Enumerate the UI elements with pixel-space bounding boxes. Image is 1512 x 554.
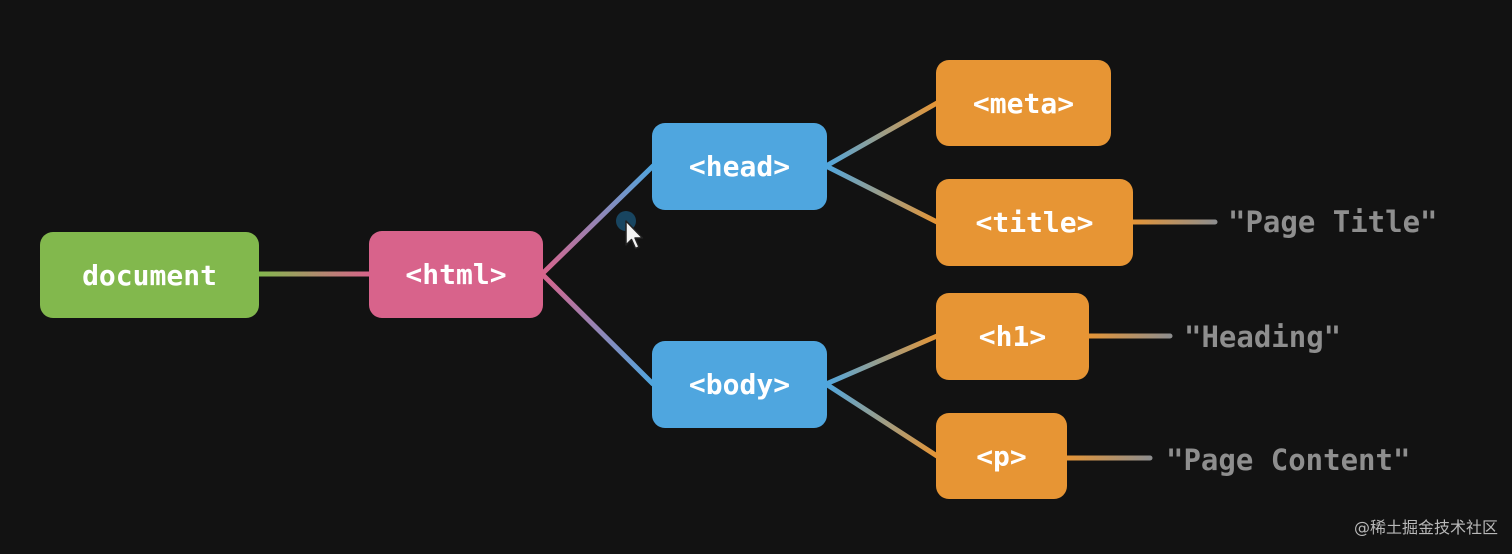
node-title: <title>: [936, 179, 1133, 266]
edge-html-body: [539, 271, 656, 387]
edge-head-meta: [823, 100, 940, 169]
node-html: <html>: [369, 231, 543, 318]
node-head: <head>: [652, 123, 827, 210]
node-h1: <h1>: [936, 293, 1089, 380]
node-document: document: [40, 232, 259, 318]
edge-body-h1: [823, 333, 940, 387]
watermark: @稀土掘金技术社区: [1353, 518, 1498, 537]
node-p: <p>: [936, 413, 1067, 499]
text-node-page-content: "Page Content": [1166, 443, 1411, 477]
node-body: <body>: [652, 341, 827, 428]
edge-html-head: [539, 163, 656, 277]
text-node-page-title: "Page Title": [1228, 205, 1438, 239]
mouse-pointer-icon: [616, 211, 644, 250]
text-node-heading: "Heading": [1184, 320, 1342, 354]
node-meta: <meta>: [936, 60, 1111, 146]
edge-body-p: [823, 381, 940, 459]
edge-head-title: [823, 163, 940, 225]
